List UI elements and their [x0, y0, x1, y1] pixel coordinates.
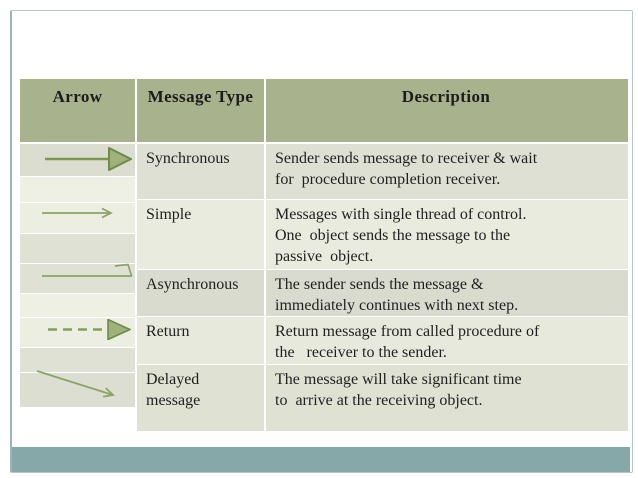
description-cell: Sender sends message to receiver & wait … [266, 144, 628, 199]
message-type-cell: Simple [137, 200, 266, 269]
description-cell: Messages with single thread of control. … [266, 200, 628, 269]
arrow-column-stripe [20, 373, 135, 407]
message-type-cell: Asynchronous [137, 270, 266, 316]
column-header-arrow: Arrow [20, 79, 137, 142]
table-header-row: Arrow Message Type Description [20, 79, 628, 142]
simple-arrow-icon [42, 207, 113, 219]
table-row-delayed-message: Delayed message The message will take si… [137, 365, 628, 431]
table-row-return: Return Return message from called proced… [137, 317, 628, 364]
arrow-column-stripe [20, 294, 135, 317]
message-type-cell: Return [137, 317, 266, 364]
column-header-description: Description [401, 87, 491, 106]
message-type-cell: Delayed message [137, 365, 266, 431]
description-cell: The message will take significant time t… [266, 365, 628, 431]
message-type-cell: Synchronous [137, 144, 266, 199]
delayed-message-arrow-icon [36, 370, 115, 398]
column-header-message-type: Message Type [137, 79, 266, 142]
table-row-simple: Simple Messages with single thread of co… [137, 200, 628, 269]
description-cell: Return message from called procedure of … [266, 317, 628, 364]
arrow-column-stripe [20, 177, 135, 202]
description-cell: The sender sends the message & immediate… [266, 270, 628, 316]
return-arrow-icon [48, 319, 131, 341]
bottom-accent-bar [12, 447, 630, 472]
arrow-column-stripe [20, 348, 135, 372]
asynchronous-arrow-icon [42, 263, 133, 277]
arrow-column-stripe [20, 203, 135, 233]
arrow-column-stripe [20, 234, 135, 263]
synchronous-arrow-icon [45, 147, 132, 171]
table-row-synchronous: Synchronous Sender sends message to rece… [137, 144, 628, 199]
arrow-column-stripe [20, 264, 135, 293]
table-row-asynchronous: Asynchronous The sender sends the messag… [137, 270, 628, 316]
